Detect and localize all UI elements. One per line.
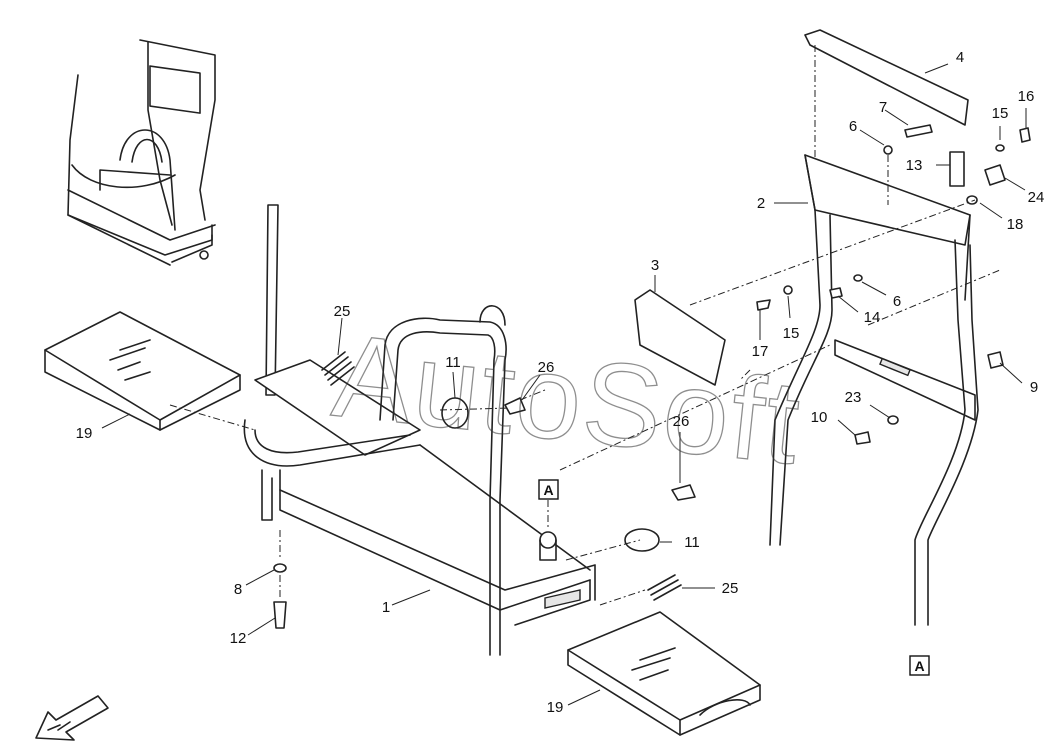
- callout-1: 1: [382, 599, 390, 616]
- bolt-10: [854, 431, 871, 445]
- callout-10: 10: [811, 409, 828, 426]
- callout-7: 7: [879, 99, 887, 116]
- spacer-9: [987, 351, 1004, 369]
- callout-13: 13: [906, 157, 923, 174]
- svg-text:A: A: [543, 482, 553, 498]
- callout-6-upper: 6: [849, 118, 857, 135]
- callout-leaders: [101, 63, 1027, 706]
- callout-25-lower: 25: [722, 580, 739, 597]
- reference-mark-top: A: [538, 479, 559, 500]
- callout-17: 17: [752, 343, 769, 360]
- bolt-12: [273, 601, 287, 629]
- callout-labels: 1 2 3 4 6 6 7 8 9 10 11 11 12 13 14 15 1…: [76, 49, 1045, 716]
- washer-15-lower: [783, 285, 793, 295]
- assembly-center-lines: [169, 45, 1001, 606]
- screw-16: [1019, 127, 1031, 143]
- washer-disc-lower: [624, 528, 660, 552]
- wing-nut-lower: [671, 484, 696, 501]
- backrest-cover: [804, 29, 969, 126]
- washer-8: [273, 563, 287, 573]
- callout-26-upper: 26: [538, 359, 555, 376]
- callout-8: 8: [234, 581, 242, 598]
- callout-2: 2: [757, 195, 765, 212]
- footrest-left: [44, 311, 241, 431]
- callout-3: 3: [651, 257, 659, 274]
- footrest-right: [567, 611, 761, 736]
- callout-11-upper: 11: [445, 354, 461, 371]
- callout-14: 14: [864, 309, 881, 326]
- svg-text:A: A: [914, 658, 924, 674]
- callout-11-lower: 11: [684, 534, 700, 551]
- callout-6-lower: 6: [893, 293, 901, 310]
- callout-15-upper: 15: [992, 105, 1009, 122]
- spring-upper: [321, 351, 355, 386]
- callout-4: 4: [956, 49, 964, 66]
- callout-19-right: 19: [547, 699, 564, 716]
- callout-25-upper: 25: [334, 303, 351, 320]
- callout-18: 18: [1007, 216, 1024, 233]
- callout-24: 24: [1028, 189, 1045, 206]
- callout-12: 12: [230, 630, 247, 647]
- assembled-seat-frame-thumbnail: [67, 39, 216, 266]
- reference-mark-bottom: A: [909, 655, 930, 676]
- callout-9: 9: [1030, 379, 1038, 396]
- washer-6-lower: [853, 274, 863, 282]
- backrest-pad: [634, 289, 726, 386]
- wing-nut-upper: [504, 397, 526, 415]
- nut-18: [966, 195, 978, 205]
- callout-16: 16: [1018, 88, 1035, 105]
- bolt-17: [756, 299, 771, 311]
- washer-15-upper: [995, 144, 1005, 152]
- callout-23: 23: [845, 389, 862, 406]
- bolt-7: [904, 124, 933, 138]
- lock-24: [984, 164, 1006, 186]
- watermark: AutoSoft: [327, 310, 807, 490]
- spring-lower: [647, 574, 682, 601]
- screw-14: [829, 287, 843, 299]
- callout-15-lower: 15: [783, 325, 800, 342]
- direction-arrow-icon: [35, 695, 109, 741]
- callout-19-left: 19: [76, 425, 93, 442]
- main-frame: [243, 204, 596, 656]
- washer-6-upper: [883, 145, 893, 155]
- callout-26-lower: 26: [673, 413, 690, 430]
- bracket-13: [949, 151, 965, 187]
- washer-23: [887, 415, 899, 425]
